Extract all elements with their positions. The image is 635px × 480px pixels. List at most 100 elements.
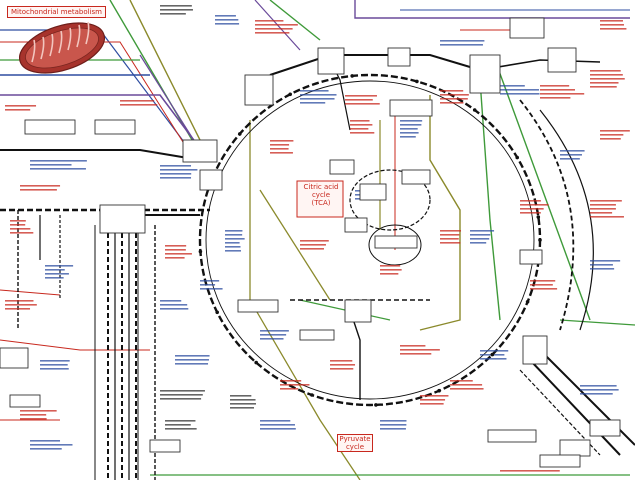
header-label: Mitochondrial metabolism (7, 6, 106, 18)
node-box (539, 454, 581, 468)
node-box (244, 74, 274, 106)
label-scribble (260, 330, 289, 332)
label-scribble (350, 120, 370, 122)
label-scribble (270, 144, 290, 146)
label-scribble (200, 284, 216, 286)
tca-label-line-1: Citric acid (303, 183, 339, 191)
center-label-box (296, 180, 344, 218)
label-scribble (280, 388, 299, 390)
label-scribble (280, 384, 310, 386)
node-box (237, 299, 279, 313)
label-scribble (590, 216, 624, 218)
label-scribble (160, 169, 198, 171)
label-scribble (165, 245, 187, 247)
label-scribble (160, 165, 192, 167)
label-scribble (440, 242, 461, 244)
diagonal-line (529, 359, 621, 456)
right-arc (539, 109, 594, 331)
label-scribble (5, 304, 37, 306)
label-scribble (270, 152, 293, 154)
label-scribble (175, 363, 209, 365)
node-box (182, 139, 218, 163)
diagonal-line (539, 349, 635, 446)
label-scribble (520, 208, 544, 210)
pathway-connector (419, 95, 461, 331)
cycle-arrowhead (215, 310, 219, 315)
label-scribble (45, 277, 64, 279)
label-scribble (345, 95, 377, 97)
label-scribble (10, 232, 34, 234)
pathway-connector (479, 79, 501, 321)
label-scribble (230, 395, 252, 397)
mitochondrion-icon (19, 21, 105, 74)
label-scribble (280, 380, 302, 382)
node-box (359, 183, 387, 201)
label-scribble (470, 242, 487, 244)
label-scribble (590, 86, 617, 88)
label-scribble (30, 168, 86, 170)
mitochondrion-crista (76, 24, 81, 48)
label-scribble (300, 98, 335, 100)
pathway-connector (0, 94, 206, 156)
tca-label-line-2: cycle (311, 191, 331, 199)
label-scribble (215, 15, 236, 17)
label-scribble (350, 128, 369, 130)
label-scribble (230, 399, 256, 401)
node-box (487, 429, 537, 443)
label-scribble (440, 230, 462, 232)
label-scribble (400, 353, 432, 355)
label-scribble (5, 308, 31, 310)
label-scribble (255, 32, 290, 34)
node-box (344, 299, 372, 323)
label-scribble (160, 9, 193, 11)
label-scribble (530, 280, 556, 282)
label-scribble (580, 385, 617, 387)
label-scribble (500, 89, 540, 91)
label-scribble (400, 345, 426, 347)
label-scribble (560, 158, 580, 160)
label-scribble (580, 389, 619, 391)
label-scribble (160, 308, 189, 310)
label-scribble (40, 360, 70, 362)
cycle-arrowhead (198, 249, 203, 254)
label-scribble (590, 204, 616, 206)
label-scribble (470, 230, 495, 232)
label-scribble (260, 420, 291, 422)
mid-connector (349, 309, 361, 400)
node-box (99, 204, 146, 234)
label-scribble (590, 208, 616, 210)
label-scribble (560, 150, 585, 152)
label-scribble (300, 102, 326, 104)
mitochondrion-crista (40, 36, 45, 60)
node-box (299, 329, 335, 341)
label-scribble (165, 428, 197, 430)
label-scribble (165, 253, 192, 255)
label-scribble (440, 40, 485, 42)
label-scribble (120, 104, 158, 106)
label-scribble (225, 238, 245, 240)
label-scribble (540, 89, 575, 91)
node-box (329, 159, 355, 175)
label-scribble (230, 407, 255, 409)
pathway-connector (0, 289, 61, 296)
node-box (401, 169, 431, 185)
label-scribble (10, 224, 26, 226)
label-scribble (215, 19, 239, 21)
label-scribble (5, 300, 34, 302)
label-scribble (260, 424, 295, 426)
label-scribble (450, 388, 484, 390)
label-scribble (400, 349, 440, 351)
label-scribble (160, 390, 205, 392)
label-scribble (160, 300, 182, 302)
label-scribble (600, 138, 621, 140)
label-scribble (165, 424, 191, 426)
label-scribble (5, 105, 37, 107)
cycle-arrowhead (374, 403, 378, 407)
label-scribble (580, 393, 613, 395)
label-scribble (600, 24, 624, 26)
label-scribble (30, 444, 73, 446)
label-scribble (175, 359, 209, 361)
main-line (0, 149, 201, 161)
